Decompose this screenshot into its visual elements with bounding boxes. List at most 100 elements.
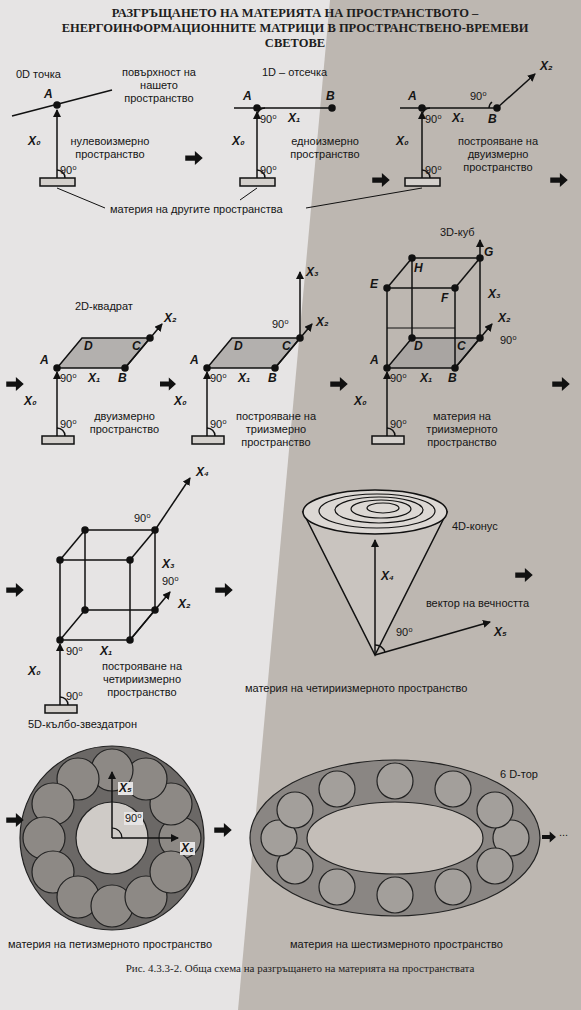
figure-label: построяване на триизмерно пространство: [232, 410, 320, 449]
row-1-figures: [405, 178, 440, 186]
row-1-figures: [234, 107, 332, 109]
row-3-figures: [367, 503, 399, 513]
row-4-figures: [150, 851, 192, 893]
row-1-figures: [489, 102, 492, 108]
axis-label: X₁: [288, 112, 300, 125]
axis-label: X₄: [196, 466, 209, 479]
row-3-figures: [45, 478, 490, 713]
axis-label: X₁: [420, 372, 432, 385]
row-1-figures: [400, 107, 497, 109]
row-1-figures: [306, 188, 422, 208]
row-2-figures: [409, 255, 415, 261]
row-1-figures: [240, 178, 275, 186]
step-arrow: [6, 813, 24, 827]
axis-label: F: [441, 292, 448, 305]
row-1-figures: [240, 188, 257, 200]
row-4-figures: [477, 792, 513, 828]
row-3-figures: [319, 494, 435, 528]
row-2-figures: [372, 436, 404, 444]
axis-label: X₅: [118, 782, 133, 795]
axis-label: B: [268, 372, 277, 385]
figure-label: 90⁰: [60, 418, 77, 431]
row-4-figures: [319, 771, 355, 807]
row-2-figures: [275, 324, 312, 368]
axis-label: H: [414, 262, 423, 275]
axis-label: A: [370, 354, 379, 367]
row-1-figures: [56, 110, 58, 178]
figure-label: 1D – отсечка: [262, 66, 327, 79]
page-title: РАЗГРЪЩАНЕТО НА МАТЕРИЯТА НА ПРОСТРАНСТВ…: [55, 6, 535, 51]
row-3-figures: [375, 645, 385, 652]
step-arrow: [330, 377, 348, 391]
row-2-figures: [122, 365, 128, 371]
axis-label: X₀: [232, 135, 245, 148]
axis-label: X₂: [540, 60, 553, 73]
axis-label: B: [488, 113, 497, 126]
axis-label: G: [484, 246, 493, 259]
row-2-figures: [56, 372, 58, 436]
row-2-figures: [386, 372, 388, 436]
step-arrow: [185, 151, 203, 165]
row-3-figures: [60, 559, 130, 561]
row-3-figures: [84, 530, 86, 610]
step-arrow: [6, 583, 24, 597]
figure-label: 90⁰: [260, 113, 277, 126]
row-4-figures: [377, 877, 413, 913]
row-2-figures: [207, 338, 300, 368]
row-2-figures: [297, 335, 303, 341]
step-arrow: [515, 568, 533, 582]
figure-label: построяване на двуизмерно пространство: [448, 135, 548, 174]
axis-label: X₁: [452, 112, 464, 125]
row-2-figures: [54, 365, 60, 371]
row-2-figures: [452, 365, 458, 371]
figure-label: 90⁰: [210, 372, 227, 385]
axis-label: A: [243, 90, 252, 103]
axis-label: A: [44, 88, 53, 101]
row-2-figures: [192, 436, 224, 444]
axis-label: X₂: [316, 316, 329, 329]
axis-label: B: [448, 372, 457, 385]
axis-label: X₁: [238, 372, 250, 385]
axis-label: A: [190, 354, 199, 367]
step-arrow: [214, 823, 232, 837]
figure-label: 90⁰: [60, 164, 77, 177]
row-2-figures: [272, 365, 278, 371]
row-2-figures: [387, 258, 412, 288]
row-3-figures: [57, 557, 63, 563]
axis-label: X₀: [28, 135, 41, 148]
row-1-figures: [421, 112, 423, 178]
row-3-figures: [129, 560, 131, 640]
axis-label: C: [132, 340, 141, 353]
row-3-figures: [335, 497, 423, 523]
figure-label: построяване на четириизмерно пространств…: [92, 660, 192, 699]
axis-label: A: [408, 90, 417, 103]
row-2-figures: [384, 285, 390, 291]
figure-label: 4D-конус: [452, 520, 498, 533]
step-arrow: [160, 378, 176, 391]
figure-label: 90⁰: [124, 812, 143, 825]
row-3-figures: [351, 500, 411, 518]
row-1-figures: [494, 105, 500, 111]
figure-caption: Рис. 4.3.3-2. Обща схема на разгръщането…: [40, 962, 560, 975]
figure-label: двуизмерно пространство: [82, 410, 167, 436]
row-4-figures: [20, 746, 540, 930]
axis-label: A: [40, 354, 49, 367]
figure-label: 90⁰: [425, 164, 442, 177]
axis-label: C: [282, 340, 291, 353]
row-4-figures: [250, 760, 540, 916]
row-2-figures: [204, 365, 210, 371]
row-2-figures: [387, 338, 480, 368]
figure-label: повърхност на нашето пространство: [118, 66, 200, 105]
axis-label: X₁: [88, 372, 100, 385]
row-3-figures: [375, 622, 490, 655]
figure-label: 90⁰: [66, 645, 83, 658]
row-4-figures: [23, 749, 201, 927]
figure-label: 90⁰: [390, 418, 407, 431]
axis-label: B: [118, 372, 127, 385]
row-3-figures: [127, 637, 133, 643]
axis-label: C: [457, 340, 466, 353]
row-4-figures: [319, 869, 355, 905]
figure-label: 90⁰: [470, 90, 487, 103]
